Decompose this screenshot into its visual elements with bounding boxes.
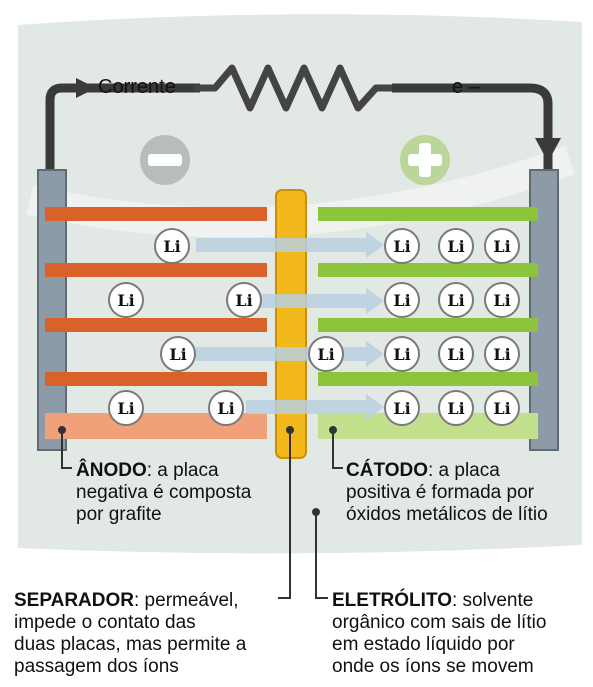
anode-plate [45, 372, 267, 386]
lithium-ion-label: Li [169, 345, 186, 364]
separator-title: SEPARADOR [14, 590, 134, 611]
anode-title: ÂNODO [76, 460, 147, 481]
lithium-ion [384, 228, 420, 264]
lithium-ion-label: Li [393, 345, 410, 364]
lithium-ion [438, 336, 474, 372]
lithium-ion [308, 336, 344, 372]
cathode-plates [318, 207, 538, 439]
minus-sign-icon [148, 154, 182, 166]
lithium-ion-label: Li [317, 345, 334, 364]
lithium-ion-label: Li [493, 345, 510, 364]
lithium-ion-label: Li [493, 291, 510, 310]
cathode-plate [318, 263, 538, 277]
lithium-ion [384, 336, 420, 372]
lithium-ion [208, 390, 244, 426]
lithium-ion-label: Li [393, 237, 410, 256]
anode-plate [45, 207, 267, 221]
lithium-ion [154, 228, 190, 264]
cathode-title: CÁTODO [346, 460, 428, 481]
anode-plate [45, 263, 267, 277]
cathode-label: CÁTODO: a placa positiva é formada por ó… [346, 460, 548, 525]
lithium-ion [226, 282, 262, 318]
lithium-ion [438, 228, 474, 264]
lithium-ion [484, 282, 520, 318]
lithium-ion-label: Li [393, 291, 410, 310]
separator-leader [278, 432, 291, 599]
electron-label: e – [452, 76, 480, 98]
lithium-ion-label: Li [117, 399, 134, 418]
leader-lines [58, 426, 343, 599]
lithium-ion-label: Li [163, 237, 180, 256]
lithium-ion-label: Li [493, 399, 510, 418]
anode-leader [61, 432, 72, 469]
current-label: Corrente [98, 76, 176, 98]
lithium-ion-label: Li [447, 237, 464, 256]
cathode-plate [318, 318, 538, 332]
lithium-ion [108, 390, 144, 426]
separator-label: SEPARADOR: permeável, impede o contato d… [14, 590, 247, 677]
lithium-ion [160, 336, 196, 372]
lithium-ion-label: Li [217, 399, 234, 418]
resistor-coil [195, 64, 392, 112]
flow-arrow [246, 400, 366, 414]
current-arrowhead [76, 78, 96, 98]
lithium-ion [484, 390, 520, 426]
lithium-ion [384, 390, 420, 426]
separator [275, 189, 307, 459]
right-wire [392, 83, 553, 170]
cathode-leader [332, 432, 343, 469]
cathode-plate [318, 207, 538, 221]
flow-arrow [258, 294, 366, 308]
lithium-ion-label: Li [447, 345, 464, 364]
lithium-ion [438, 282, 474, 318]
lithium-ion [438, 390, 474, 426]
lithium-ion [108, 282, 144, 318]
lithium-ion-label: Li [447, 291, 464, 310]
lithium-ion-label: Li [393, 399, 410, 418]
lithium-ion-label: Li [493, 237, 510, 256]
lithium-ion-label: Li [235, 291, 252, 310]
electrolyte-label: ELETRÓLITO: solvente orgânico com sais d… [332, 590, 547, 677]
left-wire [45, 83, 200, 170]
lithium-ion [384, 282, 420, 318]
cathode-plate [318, 372, 538, 386]
cathode-collector [529, 169, 559, 451]
flow-arrow [196, 238, 366, 252]
electron-arrowhead [535, 138, 561, 162]
anode-plate [45, 318, 267, 332]
electrolyte-title: ELETRÓLITO [332, 590, 452, 611]
lithium-ion-label: Li [447, 399, 464, 418]
lithium-ion-label: Li [117, 291, 134, 310]
lithium-ion [484, 336, 520, 372]
lithium-ion [484, 228, 520, 264]
electrolyte-leader [315, 514, 328, 599]
anode-label: ÂNODO: a placa negativa é composta por g… [76, 460, 252, 525]
